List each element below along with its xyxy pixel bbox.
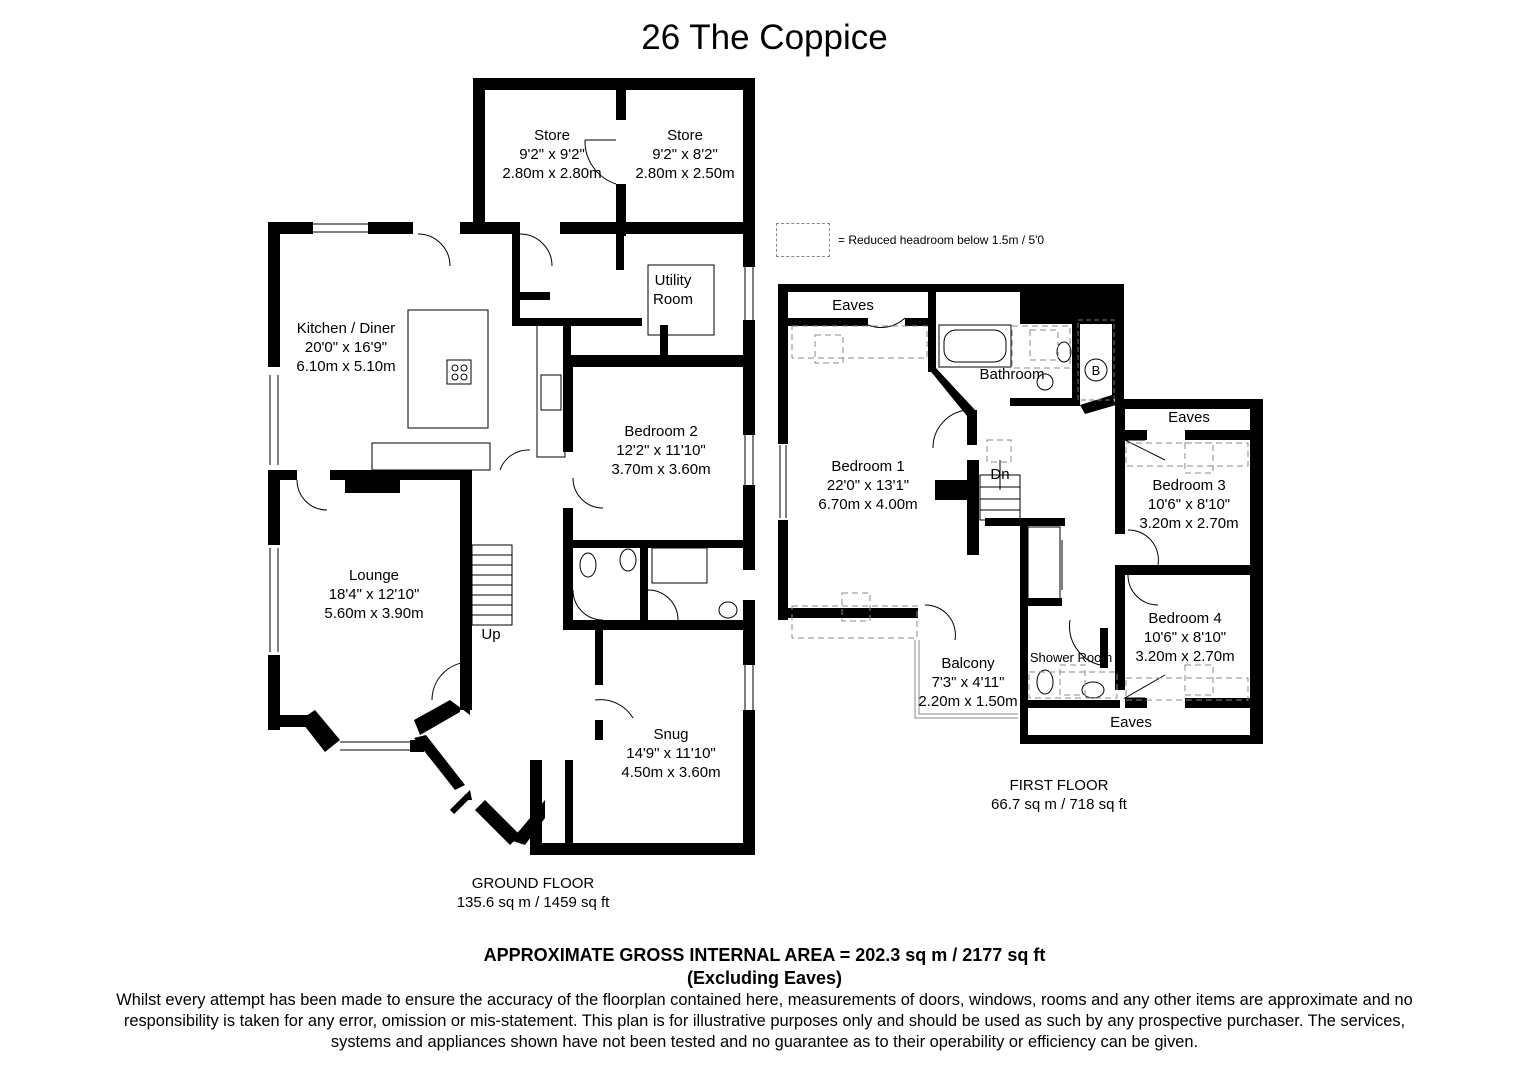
room-size-metric: 6.10m x 5.10m: [296, 358, 396, 375]
room-bedroom-3: Bedroom 3 10'6" x 8'10" 3.20m x 2.70m: [1139, 476, 1238, 533]
ground-floor-fixtures: [269, 110, 754, 854]
stairs-up-label: Up: [481, 626, 501, 643]
room-eaves-1: Eaves: [832, 297, 874, 314]
room-size-metric: 3.70m x 3.60m: [611, 461, 711, 478]
room-utility: Utility Room: [653, 271, 693, 309]
gross-internal-area: APPROXIMATE GROSS INTERNAL AREA = 202.3 …: [483, 945, 1046, 965]
room-size-metric: 3.20m x 2.70m: [1135, 648, 1235, 665]
boiler-label: B: [1091, 363, 1101, 378]
room-size-metric: 4.50m x 3.60m: [621, 764, 721, 781]
room-size-metric: 2.20m x 1.50m: [918, 693, 1018, 710]
room-name: Balcony: [941, 655, 995, 672]
room-eaves-3: Eaves: [1110, 714, 1152, 731]
room-name: Room: [652, 291, 694, 308]
ground-floor-walls: [268, 78, 755, 855]
room-name: Bedroom 1: [831, 458, 905, 475]
room-size-imperial: 20'0" x 16'9": [304, 339, 388, 356]
excluding-eaves-note: (Excluding Eaves): [686, 968, 843, 988]
legend-text: = Reduced headroom below 1.5m / 5'0: [838, 233, 1045, 247]
disclaimer-text: Whilst every attempt has been made to en…: [116, 991, 1413, 1051]
reduced-headroom-swatch: [776, 223, 830, 257]
floor-label: FIRST FLOOR: [1009, 777, 1109, 794]
room-size-metric: 6.70m x 4.00m: [818, 496, 918, 513]
floor-label: GROUND FLOOR: [471, 875, 595, 892]
room-size-imperial: 10'6" x 8'10": [1143, 629, 1227, 646]
room-name: Utility: [654, 272, 692, 289]
room-name: Kitchen / Diner: [296, 320, 396, 337]
room-balcony: Balcony 7'3" x 4'11" 2.20m x 1.50m: [918, 654, 1017, 711]
first-floor-summary: FIRST FLOOR 66.7 sq m / 718 sq ft: [991, 776, 1127, 814]
room-store-2: Store 9'2" x 8'2" 2.80m x 2.50m: [635, 126, 734, 183]
room-bedroom-1: Bedroom 1 22'0" x 13'1" 6.70m x 4.00m: [818, 457, 917, 514]
room-size-metric: 2.80m x 2.80m: [502, 165, 602, 182]
room-name: Snug: [653, 726, 689, 743]
room-bathroom: Bathroom: [979, 366, 1045, 383]
room-lounge: Lounge 18'4" x 12'10" 5.60m x 3.90m: [324, 566, 423, 623]
reduced-headroom-zones: [791, 325, 1249, 701]
room-bedroom-2: Bedroom 2 12'2" x 11'10" 3.70m x 3.60m: [611, 422, 710, 479]
floor-area: 135.6 sq m / 1459 sq ft: [456, 894, 610, 911]
room-size-imperial: 12'2" x 11'10": [616, 442, 706, 459]
ground-floor-summary: GROUND FLOOR 135.6 sq m / 1459 sq ft: [457, 874, 610, 912]
plan-title: 26 The Coppice: [641, 18, 888, 57]
first-floor-walls: [778, 284, 1263, 744]
room-size-imperial: 9'2" x 9'2": [519, 146, 585, 163]
room-size-imperial: 14'9" x 11'10": [626, 745, 716, 762]
room-name: Bedroom 3: [1152, 477, 1226, 494]
room-size-imperial: 18'4" x 12'10": [328, 586, 420, 603]
room-name: Bedroom 2: [624, 423, 698, 440]
floor-area: 66.7 sq m / 718 sq ft: [991, 796, 1127, 813]
room-store-1: Store 9'2" x 9'2" 2.80m x 2.80m: [502, 126, 601, 183]
room-name: Lounge: [348, 567, 400, 584]
legend: = Reduced headroom below 1.5m / 5'0: [776, 223, 1044, 257]
room-eaves-2: Eaves: [1168, 409, 1210, 426]
room-shower-room: Shower Room: [1029, 650, 1113, 665]
room-size-imperial: 10'6" x 8'10": [1147, 496, 1231, 513]
room-size-metric: 5.60m x 3.90m: [324, 605, 424, 622]
room-name: Store: [534, 127, 570, 144]
room-size-metric: 2.80m x 2.50m: [635, 165, 735, 182]
stairs-down-label: Dn: [990, 466, 1010, 483]
room-name: Store: [667, 127, 703, 144]
first-floor-fixtures: [779, 317, 1166, 719]
room-size-imperial: 22'0" x 13'1": [826, 477, 910, 494]
room-size-metric: 3.20m x 2.70m: [1139, 515, 1239, 532]
room-name: Bedroom 4: [1148, 610, 1222, 627]
room-size-imperial: 7'3" x 4'11": [931, 674, 1005, 691]
room-snug: Snug 14'9" x 11'10" 4.50m x 3.60m: [621, 725, 720, 782]
room-bedroom-4: Bedroom 4 10'6" x 8'10" 3.20m x 2.70m: [1135, 609, 1234, 666]
room-size-imperial: 9'2" x 8'2": [652, 146, 718, 163]
room-kitchen-diner: Kitchen / Diner 20'0" x 16'9" 6.10m x 5.…: [296, 319, 395, 376]
